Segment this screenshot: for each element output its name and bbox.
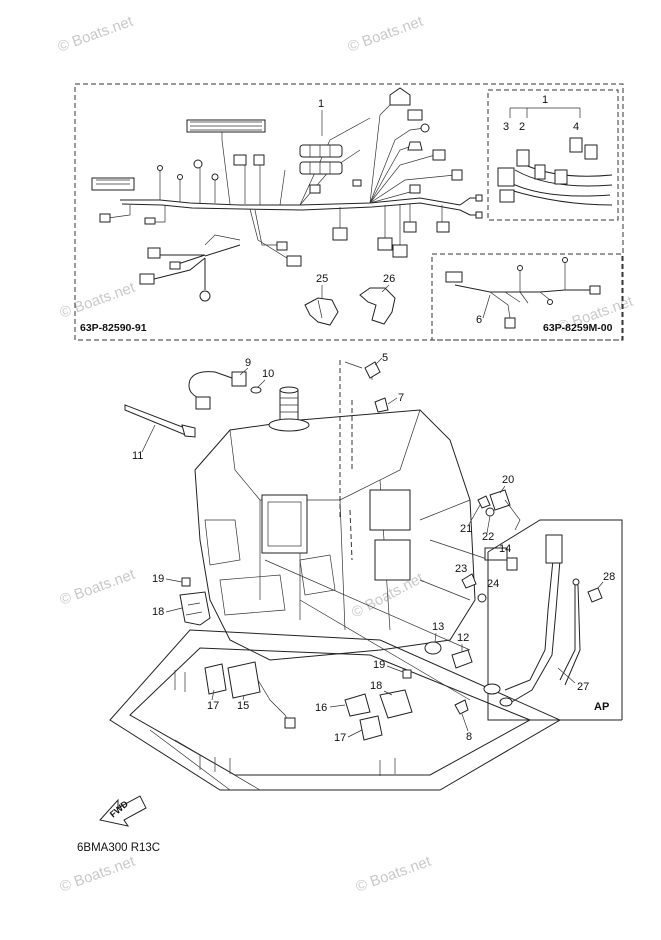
callout-12: 12 — [457, 632, 469, 644]
callout-5: 5 — [382, 352, 388, 364]
twin-connector — [299, 144, 343, 158]
callout-3: 3 — [503, 121, 509, 133]
watermark: © Boats.net — [58, 279, 138, 322]
callout-24: 24 — [487, 578, 499, 590]
sub-harness — [445, 257, 601, 329]
watermark: © Boats.net — [354, 853, 434, 896]
gasket-17 — [204, 663, 227, 695]
watermark: © Boats.net — [346, 13, 426, 56]
fwd-arrow — [99, 795, 147, 827]
watermark: © Boats.net — [58, 566, 138, 609]
callout-1: 1 — [318, 98, 324, 110]
callout-2: 2 — [519, 121, 525, 133]
bolt-5 — [364, 361, 381, 379]
grommet-13 — [424, 641, 442, 655]
twin-connector — [299, 161, 343, 175]
clamp-26 — [359, 287, 396, 325]
callout-13: 13 — [432, 621, 444, 633]
bracket-18 — [179, 591, 211, 626]
sub-harness-box — [431, 253, 623, 341]
ap-label: AP — [594, 701, 609, 713]
sensor-9-plug — [195, 396, 211, 410]
bolt-7 — [374, 397, 389, 413]
fwd-arrow-icon — [99, 795, 147, 827]
engine-module — [261, 494, 308, 554]
gasket-10 — [250, 386, 262, 394]
callout-1-detail: 1 — [542, 94, 548, 106]
gasket-17b — [359, 715, 383, 741]
connector-detail-box — [487, 89, 619, 221]
callout-27: 27 — [577, 681, 589, 693]
callout-16: 16 — [315, 702, 327, 714]
callout-labels: 1 1 2 3 4 25 26 6 63P-82590-91 63P-8259M… — [77, 94, 615, 854]
connector-3 — [516, 149, 530, 167]
switch-20 — [489, 489, 511, 511]
watermark: © Boats.net — [58, 853, 138, 896]
callout-18b: 18 — [370, 680, 382, 692]
callout-7: 7 — [398, 392, 404, 404]
callout-23: 23 — [455, 563, 467, 575]
cable-tie-11 — [124, 404, 189, 437]
callout-19b: 19 — [373, 659, 385, 671]
clamp-25 — [304, 297, 339, 326]
sub-harness-code: 63P-8259M-00 — [543, 322, 613, 334]
battery-cable-27 — [483, 519, 623, 721]
bolt-8 — [454, 699, 469, 715]
bolt-19 — [181, 577, 191, 587]
relay-16 — [344, 693, 371, 717]
bracket-18b — [379, 689, 413, 719]
connector-4a — [569, 137, 583, 153]
callout-14: 14 — [499, 543, 511, 555]
callout-6: 6 — [476, 314, 482, 326]
bolt-19b — [402, 669, 412, 679]
clamp-parts — [304, 287, 396, 326]
engine-parts — [124, 361, 603, 776]
callout-17b: 17 — [334, 732, 346, 744]
callout-15: 15 — [237, 700, 249, 712]
bolt-24 — [477, 593, 487, 603]
callout-20: 20 — [502, 474, 514, 486]
callout-21: 21 — [460, 523, 472, 535]
rectifier-15 — [227, 661, 261, 699]
callout-17: 17 — [207, 700, 219, 712]
watermark: © Boats.net — [56, 13, 136, 56]
sensor-9 — [231, 371, 247, 387]
callout-9: 9 — [245, 357, 251, 369]
sensor-12 — [451, 649, 473, 669]
coupler-connector — [389, 87, 411, 106]
connector-detail — [497, 107, 613, 206]
harness-connectors — [91, 87, 483, 302]
callout-28: 28 — [603, 571, 615, 583]
callout-8: 8 — [466, 731, 472, 743]
connector-4b — [584, 144, 598, 160]
callout-18: 18 — [152, 606, 164, 618]
callout-25: 25 — [316, 273, 328, 285]
diagram-code: 6BMA300 R13C — [77, 842, 160, 854]
callout-11: 11 — [132, 450, 143, 462]
main-harness-code: 63P-82590-91 — [80, 322, 147, 334]
main-box-border — [74, 83, 624, 341]
engine-block — [109, 360, 562, 791]
callout-26: 26 — [383, 273, 395, 285]
callout-10: 10 — [262, 368, 274, 380]
callout-22: 22 — [482, 531, 494, 543]
main-harness-box — [74, 83, 624, 341]
bolt-28 — [587, 587, 603, 603]
callout-4: 4 — [573, 121, 579, 133]
callout-19: 19 — [152, 573, 164, 585]
connector-2 — [534, 164, 546, 180]
